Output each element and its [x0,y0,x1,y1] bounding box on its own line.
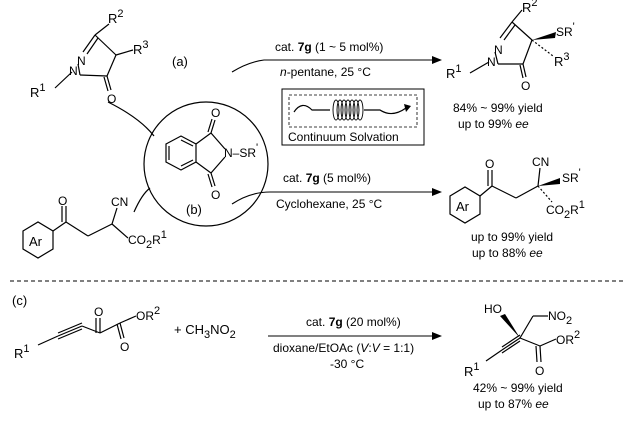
product-a-yield: 84% ~ 99% yield [453,101,543,115]
product-a-n1: N [487,55,496,69]
nitromethane-reagent: + CH3NO2 [174,322,236,341]
product-a-r2: R2 [522,0,538,15]
product-a-n2: N [494,43,503,57]
product-b-oxygen: O [485,157,494,171]
connector-a-curve [107,101,155,137]
reaction-a-arrow-line [231,59,432,73]
reaction-b-conditions: Cyclohexane, 25 °C [276,197,383,211]
pyrazolone-r2: R2 [108,8,124,26]
reaction-c-label: (c) [12,293,27,308]
product-c-r1: R1 [464,361,480,379]
product-a-structure [469,9,556,79]
reaction-a-arrowhead [432,56,442,64]
reaction-a-label: (a) [172,54,188,69]
product-b-yield: up to 99% yield [471,230,553,244]
pyrazolone-n1: N [69,64,78,78]
product-a-sr: SR' [556,21,575,39]
ketonitrile-reactant [22,206,129,259]
reaction-c-temperature: -30 °C [330,357,364,371]
product-c-no2: NO2 [548,309,572,327]
reactant-c-keto-oxygen: O [94,305,103,319]
ketonitrile-ar: Ar [29,234,43,249]
imide-n-sr-label: N–SR' [224,142,258,160]
pyrazolone-r1: R1 [30,82,46,100]
reactant-c-ester-oxygen: O [120,340,129,354]
reactant-c-r1: R1 [14,343,30,361]
product-c-ee: up to 87% ee [478,397,549,411]
product-c-ho: HO [484,302,502,316]
product-a-r3: R3 [554,51,570,69]
reaction-b-arrowhead [432,188,442,196]
reaction-b-catalyst: cat. 7g (5 mol%) [283,171,371,185]
product-b-cn: CN [532,155,549,169]
reaction-b-label: (b) [186,202,202,217]
reaction-a-solvent: n-pentane, 25 °C [280,65,371,79]
continuum-solvation-label: Continuum Solvation [288,130,399,144]
product-c-structure [485,314,557,363]
pyrazolone-reactant [54,23,134,92]
product-c-yield: 42% ~ 99% yield [473,381,563,395]
pyrazolone-r3: R3 [133,39,149,57]
imide-oxygen-bottom: O [211,188,220,202]
imide-oxygen-top: O [211,106,220,120]
reaction-c-arrowhead [432,332,442,340]
reagent-circle [143,101,269,227]
product-b-ee: up to 88% ee [472,246,543,260]
product-a-oxygen: O [521,79,530,93]
reactant-c-or2: OR2 [136,305,160,323]
ketonitrile-ester: CO2R1 [128,229,167,251]
reaction-b-arrow-line [231,191,432,205]
product-a-r1: R1 [446,63,462,81]
product-c-ester-oxygen: O [535,364,544,378]
reaction-a-catalyst: cat. 7g (1 ~ 5 mol%) [275,40,383,54]
product-c-or2: OR2 [556,329,580,347]
ynone-ester-reactant [37,315,137,346]
pyrazolone-oxygen: O [107,92,116,106]
ketonitrile-oxygen: O [58,194,67,208]
connector-b-curve [133,187,151,213]
product-b-structure [449,167,560,224]
product-b-sr: SR' [562,167,581,185]
reaction-c-catalyst: cat. 7g (20 mol%) [306,315,401,329]
pyrazolone-n2: N [77,54,86,68]
product-a-ee: up to 99% ee [458,117,529,131]
phthalimide-structure [165,118,226,188]
ketonitrile-cn: CN [111,195,128,209]
product-b-ester: CO2R1 [546,199,585,221]
continuum-solvation-box [281,88,425,146]
product-b-ar: Ar [456,199,470,214]
reaction-c-solvent: dioxane/EtOAc (V:V = 1:1) [273,341,414,355]
